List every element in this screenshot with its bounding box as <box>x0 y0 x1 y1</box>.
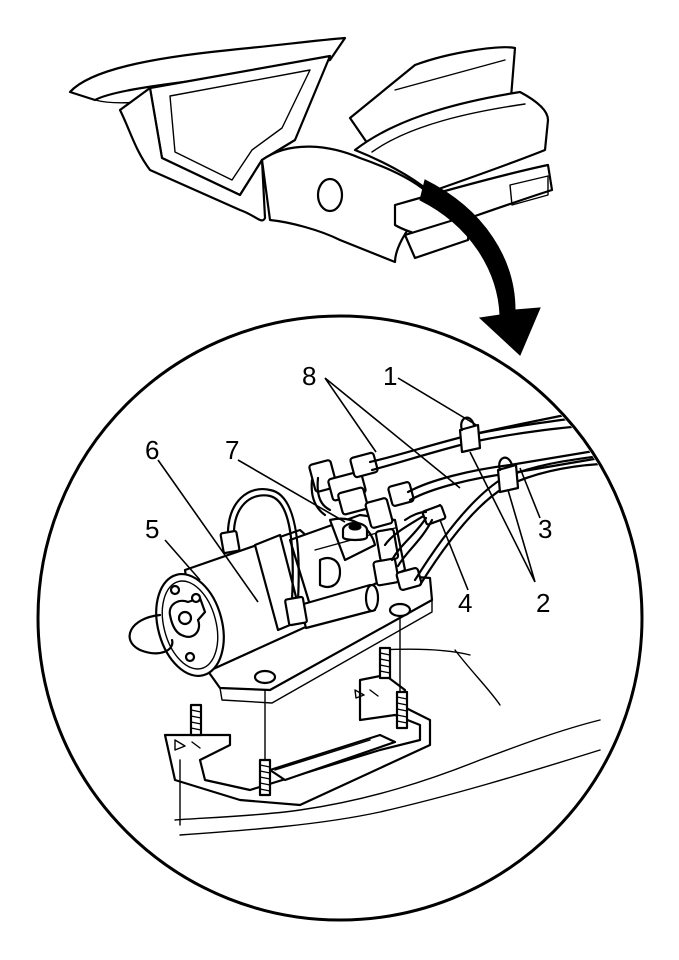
car-trunk-rim <box>429 149 546 193</box>
leader-1 <box>397 377 479 427</box>
tube-fitting-reservoir <box>284 595 308 627</box>
tube-fitting-left <box>219 529 241 555</box>
trunk-floor-edge <box>174 719 601 821</box>
callout-5: 5 <box>145 514 159 544</box>
leader-6 <box>157 459 259 603</box>
leader-3 <box>519 467 541 519</box>
plate-washer-front-left <box>253 669 277 685</box>
mounting-stud-rear-right <box>378 646 392 680</box>
car-trunk-lid-edge <box>394 59 506 91</box>
car-body-illustration <box>68 36 554 264</box>
pump-plate-thickness <box>219 599 433 704</box>
bracket-marks <box>174 689 379 751</box>
leader-8 <box>324 377 461 489</box>
mounting-stud-front-right <box>395 690 409 730</box>
bracket-recess <box>268 733 397 782</box>
hydraulic-fittings-upper <box>308 451 423 591</box>
tube-loop-outer <box>226 488 300 602</box>
floor-mounting-bracket <box>163 673 432 807</box>
electrical-connector-item-4 <box>390 504 447 568</box>
callout-6: 6 <box>145 435 159 465</box>
trunk-floor-edge-2 <box>179 749 601 836</box>
mounting-stud-front-left <box>258 758 272 797</box>
callout-4: 4 <box>458 588 472 618</box>
plate-washer-rear-right <box>388 602 412 618</box>
car-fuel-door <box>316 177 344 213</box>
bracket-recess-inner <box>274 739 371 771</box>
car-trunk-floor-line <box>371 103 526 153</box>
detail-view-content <box>128 406 602 836</box>
callout-8: 8 <box>302 361 316 391</box>
hydraulic-line-lower-a <box>406 448 602 494</box>
car-tail-lamp <box>509 175 549 206</box>
leader-5 <box>164 539 201 581</box>
tube-loop-inner <box>232 494 294 602</box>
callout-7: 7 <box>225 435 239 465</box>
motor-wire-loop <box>128 613 174 655</box>
line-clip-lower-item-2 <box>496 456 520 494</box>
curved-arrow-shape <box>419 179 541 356</box>
trunk-wall-top <box>379 648 471 656</box>
mounting-stud-rear-left <box>189 703 203 737</box>
callout-1: 1 <box>383 361 397 391</box>
callout-leaders <box>157 377 541 603</box>
car-door-side <box>118 86 267 222</box>
view-direction-arrow <box>419 179 541 356</box>
trunk-wall-line <box>454 649 501 706</box>
car-cabin-opening <box>169 69 311 181</box>
car-rear-bumper <box>393 163 554 237</box>
line-clip-upper-item-2 <box>458 416 482 454</box>
leader-7 <box>237 459 346 523</box>
car-license-recess <box>403 213 472 260</box>
callout-2: 2 <box>536 588 550 618</box>
detail-view-circle <box>36 314 644 922</box>
callout-labels: 1 2 3 4 5 6 7 8 <box>145 361 552 618</box>
reservoir-cap-item-7 <box>341 521 369 542</box>
callout-3: 3 <box>538 514 552 544</box>
leader-4 <box>439 519 469 591</box>
leader-2 <box>469 451 536 583</box>
